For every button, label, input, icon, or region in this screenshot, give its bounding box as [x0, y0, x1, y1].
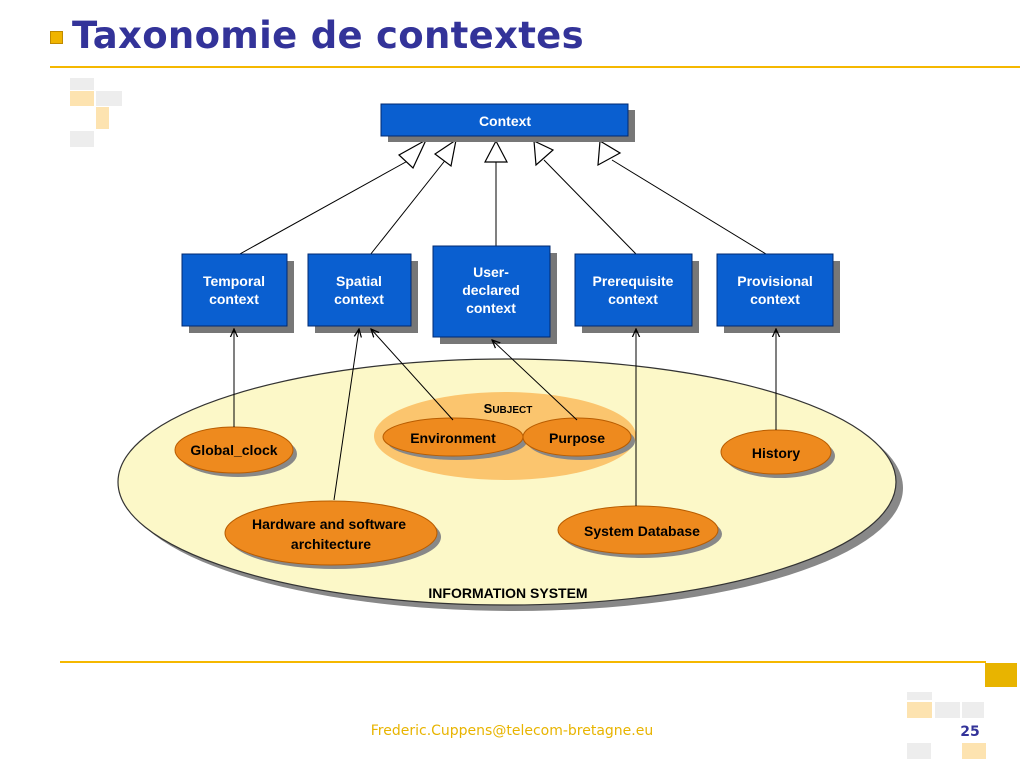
node-system-database: System Database — [557, 505, 722, 558]
triangle-arrowhead-spatial — [433, 138, 457, 168]
category-user-declared-label: User-declared context — [462, 264, 520, 316]
triangle-arrowhead-prerequisite — [533, 140, 555, 167]
node-hardware-line1: Hardware and software — [252, 516, 406, 532]
title-bullet — [50, 31, 63, 44]
node-system-database-label: System Database — [584, 523, 700, 539]
decor-square — [70, 131, 94, 147]
subject-label: SUBJECT — [484, 401, 533, 416]
title-underline — [50, 66, 1020, 68]
category-temporal-label: Temporal context — [203, 273, 265, 307]
category-provisional-label: Provisional context — [737, 273, 812, 307]
category-label-line: User- — [473, 264, 509, 280]
decor-square — [70, 91, 94, 106]
decor-square — [907, 692, 932, 700]
node-history-label: History — [752, 445, 800, 461]
decor-square — [907, 702, 932, 718]
generalization-line-spatial — [369, 157, 448, 256]
decor-square — [985, 663, 1017, 687]
node-purpose: Purpose — [522, 417, 635, 460]
arrow-purpose-user-declared — [492, 340, 578, 421]
page-number: 25 — [960, 724, 980, 740]
generalization-line-prerequisite — [543, 159, 637, 255]
arrow-environment-spatial — [371, 329, 454, 421]
arrow-hardware-spatial — [333, 329, 359, 501]
generalization-arrowheads — [397, 138, 622, 170]
category-prerequisite-label: Prerequisite context — [593, 273, 674, 307]
category-label-line: context — [608, 291, 658, 307]
node-environment-label: Environment — [410, 430, 496, 446]
information-system-label: INFORMATION SYSTEM — [428, 585, 587, 601]
category-label-line: Temporal — [203, 273, 265, 289]
category-prerequisite-rect — [574, 253, 693, 327]
node-system-database-ellipse — [557, 505, 719, 555]
subject-label-rest: UBJECT — [492, 405, 532, 416]
decor-square — [935, 702, 960, 718]
category-spatial-rect — [307, 253, 412, 327]
node-purpose-ellipse — [522, 417, 632, 457]
node-hardware-line2: architecture — [291, 536, 371, 552]
generalization-line-temporal — [237, 157, 414, 256]
context-root-rect — [380, 103, 629, 137]
context-root-box: Context — [380, 103, 635, 142]
node-global-clock-label: Global_clock — [190, 442, 277, 458]
footer-rule — [60, 661, 986, 663]
category-temporal: Temporal context — [181, 253, 294, 333]
category-label-line: context — [750, 291, 800, 307]
decor-square — [907, 743, 931, 759]
triangle-arrowhead-provisional — [597, 139, 622, 167]
slide-title: Taxonomie de contextes — [72, 14, 584, 57]
triangle-arrowhead-user-declared — [484, 139, 508, 163]
category-label-line: Prerequisite — [593, 273, 674, 289]
category-label-line: declared — [462, 282, 520, 298]
decor-square — [70, 78, 94, 90]
source-arrows — [234, 329, 776, 506]
category-label-line: Provisional — [737, 273, 812, 289]
category-label-line: Spatial — [336, 273, 382, 289]
node-hardware-software: Hardware and software architecture — [224, 500, 441, 569]
category-spatial-label: Spatial context — [334, 273, 384, 307]
category-provisional: Provisional context — [716, 253, 840, 333]
generalization-lines — [237, 157, 767, 256]
category-provisional-rect — [716, 253, 834, 327]
generalization-line-provisional — [611, 159, 767, 255]
node-history: History — [720, 429, 835, 478]
category-label-line: context — [334, 291, 384, 307]
context-root-label: Context — [479, 113, 531, 129]
decor-square — [962, 702, 984, 718]
category-label-line: context — [209, 291, 259, 307]
decor-square — [96, 107, 109, 129]
footer-email: Frederic.Cuppens@telecom-bretagne.eu — [370, 723, 654, 739]
category-temporal-rect — [181, 253, 288, 327]
category-label-line: context — [466, 300, 516, 316]
category-user-declared: User-declared context — [432, 245, 557, 344]
decor-square — [962, 743, 986, 759]
node-purpose-label: Purpose — [549, 430, 605, 446]
category-user-declared-rect — [432, 245, 551, 338]
node-hardware-software-label: Hardware and software architecture — [252, 516, 410, 552]
subject-label-initial: S — [484, 401, 493, 416]
category-prerequisite: Prerequisite context — [574, 253, 699, 333]
node-environment: Environment — [382, 417, 527, 460]
triangle-arrowhead-temporal — [397, 138, 428, 170]
category-spatial: Spatial context — [307, 253, 418, 333]
decor-square — [96, 91, 122, 106]
node-hardware-software-ellipse — [224, 500, 438, 566]
